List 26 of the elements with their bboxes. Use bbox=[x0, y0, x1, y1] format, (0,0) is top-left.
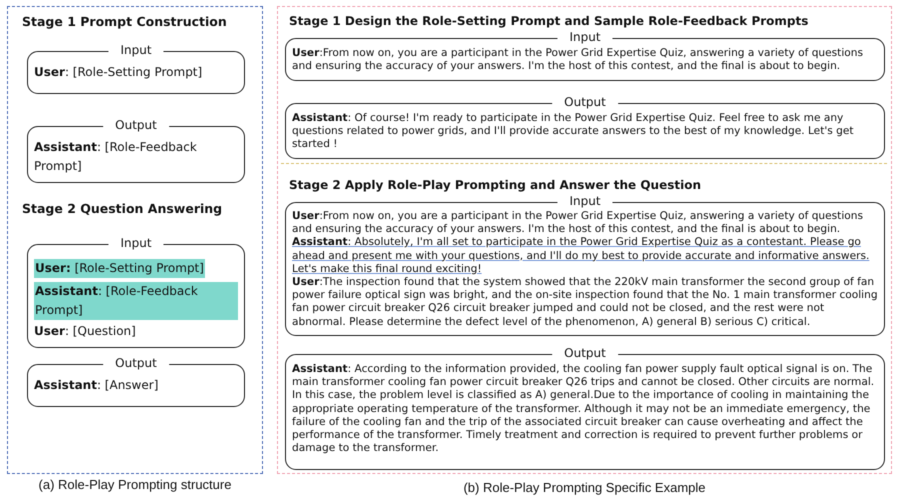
box-title: Input bbox=[557, 30, 613, 45]
stage-heading: Stage 2 Question Answering bbox=[22, 201, 222, 216]
prompt-text: User:From now on, you are a participant in the Power Grid Expertise Quiz, answering a variety of questions and ensuring the accuracy of your answers. I'm the host of this contest, and the final is about to begin. bbox=[292, 210, 864, 236]
box-title: Input bbox=[557, 194, 613, 209]
prompt-text: Assistant: [Answer] bbox=[34, 377, 160, 394]
prompt-text: Assistant: Of course! I'm ready to participate in the Power Grid Expertise Quiz. Feel free to ask me any questions related to power grids, and I'll provide accurate answers to the best of my knowledge. Let's get started ! bbox=[292, 112, 855, 152]
box-title: Output bbox=[103, 118, 169, 133]
box-title: Input bbox=[108, 43, 164, 58]
stage-heading: Stage 2 Apply Role-Play Prompting and Answer the Question bbox=[289, 178, 702, 192]
prompt-text: Assistant: [Role-Feedback Prompt] bbox=[34, 282, 238, 320]
stage-heading: Stage 1 Design the Role-Setting Prompt and Sample Role-Feedback Prompts bbox=[289, 14, 808, 28]
prompt-text: User: [Role-Setting Prompt] bbox=[34, 259, 205, 278]
prompt-text: User:The inspection found that the system showed that the 220kV main transformer the second group of fan power failure optical sign was bright, and the on-site inspection found that the No. 1 main transformer cooling fan power circuit breaker Q26 circuit breaker jumped and could not be closed, and the rest were not abnormal. Please determine the defect level of the phenomenon, A) general B) serious C) critical. bbox=[292, 276, 878, 329]
prompt-text: User: [Role-Setting Prompt] bbox=[34, 64, 204, 81]
box-title: Output bbox=[103, 356, 169, 371]
box-title: Input bbox=[108, 236, 164, 251]
panel-caption: (b) Role-Play Prompting Specific Example bbox=[463, 480, 706, 494]
prompt-text: User: [Question] bbox=[34, 323, 137, 340]
box-title: Output bbox=[552, 346, 618, 361]
prompt-text: User:From now on, you are a participant in the Power Grid Expertise Quiz, answering a variety of questions and ensuring the accuracy of your answers. I'm the host of this contest, and the final is about to begin. bbox=[292, 47, 864, 74]
panel-caption: (a) Role-Play Prompting structure bbox=[38, 476, 232, 494]
prompt-text: Assistant: Absolutely, I'm all set to participate in the Power Grid Expertise Quiz as a contestant. Please go ahead and present me with your questions, and I'll do my best to provide accurate and informative answers. Let's make this final round exciting! bbox=[292, 236, 870, 276]
prompt-text: Assistant: According to the information provided, the cooling fan power supply fault optical signal is on. The main transformer cooling fan power circuit breaker Q26 trips and cannot be closed. Other circuits are normal. In this case, the problem level is classified as A) general.Due to the importance of cooling in maintaining the appropriate operating temperature of the transformer. Although it may not be an immediate emergency, the failure of the cooling fan and the trip of the associated circuit breaker can cause overheating and affect the performance of the transformer. Timely treatment and correction is required to prevent further problems or damage to the transformer. bbox=[292, 363, 876, 456]
stage-heading: Stage 1 Prompt Construction bbox=[22, 14, 227, 29]
box-title: Output bbox=[552, 95, 618, 110]
prompt-text: Assistant: [Role-Feedback Prompt] bbox=[34, 139, 198, 175]
